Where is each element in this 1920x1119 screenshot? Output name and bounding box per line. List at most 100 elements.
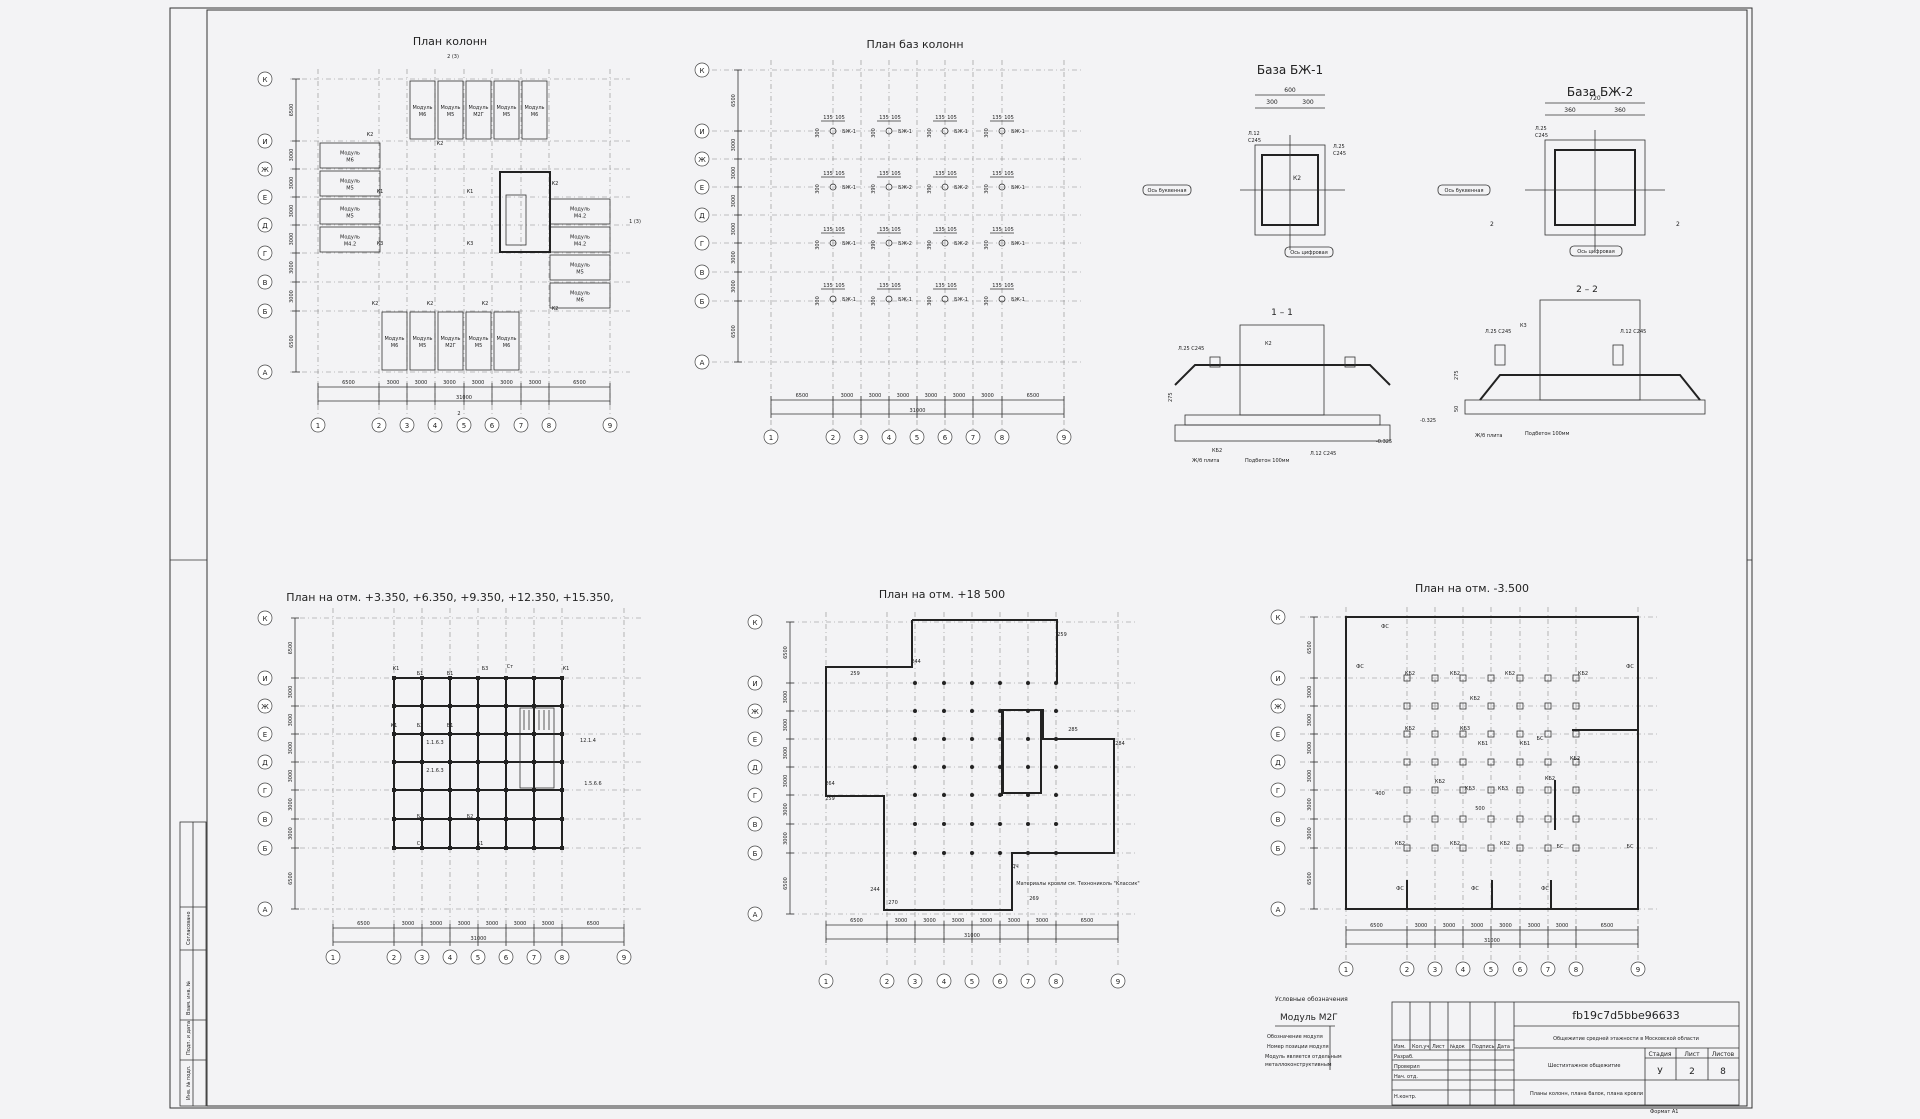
footing [1487,702,1495,710]
axis-bubble-Г [1270,782,1286,798]
vdim-span: 6500 [289,335,295,348]
axis-bubble-Ж [257,698,273,714]
axis-bubble-9 [602,417,618,433]
axis-label-Б: Б [1276,845,1281,853]
base-dim: 105 [1004,227,1014,233]
axis-bubble-7 [1020,973,1036,989]
roof-column-node [1054,681,1058,685]
axis-label-1: 1 [331,954,335,962]
sec2-col: К3 [1520,323,1527,329]
module-label: Модуль [497,336,517,342]
module-block [521,80,548,140]
axis-label-3: 3 [405,422,409,430]
view-title-roof: План на отм. +18 500 [879,588,1005,601]
vdim-span: 3000 [783,775,789,788]
module-label: М6 [531,112,539,118]
axis-bubble-4 [881,429,897,445]
base-dim: 300 [984,296,990,306]
sec1-dim: 275 [1168,392,1174,402]
axis-label-3: 3 [1433,966,1437,974]
basement-mark: КБ2 [1435,779,1445,785]
axis-label-Г: Г [700,240,704,248]
vdim-span: 6500 [783,877,789,890]
column-node [532,817,536,821]
sec2-dim: 275 [1454,370,1460,380]
axis-label-Б: Б [753,850,758,858]
module-block [319,170,381,197]
module-label: Модуль [340,179,360,185]
dim-span: 3000 [953,393,966,399]
vdim-span: 3000 [1307,827,1313,840]
basement-mark: КБ2 [1470,696,1480,702]
axis-bubble-9 [616,949,632,965]
axis-bubble-Е [257,726,273,742]
axis-bubble-9 [1056,429,1072,445]
base-mark: БЖ-1 [1011,241,1025,247]
basement-mark: ФС [1356,664,1364,670]
axis-bubble-Д [257,217,273,233]
dim-span: 6500 [1370,923,1383,929]
column-node [448,676,452,680]
base-dim: 105 [947,171,957,177]
footing [1431,844,1439,852]
base-column [885,127,893,135]
axis-label-9: 9 [1636,966,1640,974]
dim-span: 3000 [542,921,555,927]
sec1-kb: КБ2 [1212,448,1222,454]
dim-span: 3000 [1471,923,1484,929]
axis-label-В: В [263,816,268,824]
module-label: Модуль [570,263,590,269]
roof-column-node [1054,765,1058,769]
dim-total: 31000 [456,395,472,401]
base-dim: 300 [871,128,877,138]
axis-bubble-8 [994,429,1010,445]
vdim-span: 3000 [289,177,295,190]
column-node [448,760,452,764]
axis-bubble-В [694,264,710,280]
base-column [998,183,1006,191]
axis-bubble-2 [386,949,402,965]
axis-bubble-8 [1048,973,1064,989]
floor-mark: Б1 [447,723,454,729]
column-node [420,846,424,850]
axis-label-Е: Е [263,731,267,739]
floor-mark: 1.1.6.3 [426,740,444,746]
axis-bubble-6 [484,417,500,433]
axis-bubble-1 [1338,961,1354,977]
module-label: Модуль [469,105,489,111]
base-column [998,239,1006,247]
module-block [549,282,611,309]
base-mark: БЖ-1 [842,129,856,135]
basement-mark: КБ2 [1570,756,1580,762]
column-node [420,817,424,821]
base-dim: 135 [992,283,1002,289]
column-node [532,676,536,680]
dim-span: 6500 [1081,918,1094,924]
axis-bubble-Д [1270,754,1286,770]
dim-span: 3000 [458,921,471,927]
dim-span: 3000 [1008,918,1021,924]
module-label: М6 [419,112,427,118]
vdim-span: 3000 [288,714,294,727]
column-node [392,732,396,736]
base-column [941,183,949,191]
roof-mark: 259 [1057,632,1067,638]
roof-column-node [970,709,974,713]
basement-mark: КБ2 [1505,671,1515,677]
sec1-slab: Ж/б плита [1192,458,1219,464]
base1-plate: Л.12 [1248,131,1260,137]
column-node [560,817,564,821]
dim-span: 3000 [1443,923,1456,929]
column-node [532,704,536,708]
axis-bubble-Ж [257,161,273,177]
footing [1516,815,1524,823]
tb-rev-header: Изм. [1394,1044,1406,1050]
column-node [504,676,508,680]
axis-label-К: К [700,67,705,75]
vdim-span: 3000 [1307,770,1313,783]
base-mark: БЖ-1 [898,129,912,135]
axis-label-Б: Б [700,298,705,306]
axis-bubble-Б [257,303,273,319]
